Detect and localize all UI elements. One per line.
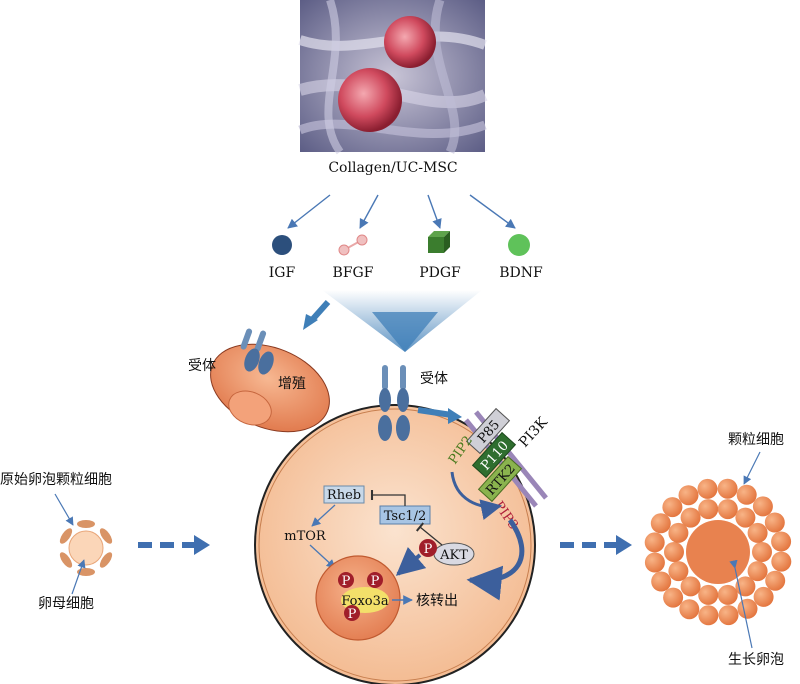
foxo-phospho-3	[344, 605, 360, 621]
rheb-label: Rheb	[327, 488, 361, 503]
granulosa-cell	[650, 513, 671, 534]
oocyte-pointer	[71, 559, 86, 595]
bfgf-icon	[338, 234, 368, 256]
arrow-to-cell	[303, 300, 331, 330]
rheb-to-mtor-arrow	[311, 504, 336, 527]
granulosa-cell	[718, 605, 739, 626]
dashed-arrow-left	[138, 535, 210, 555]
proliferating-cell	[210, 343, 330, 433]
granulosa-label: 颗粒细胞	[728, 432, 784, 448]
granulosa-cell	[679, 599, 700, 620]
foxo-phospho-1	[338, 572, 354, 588]
growing-label: 生长卵泡	[728, 652, 784, 668]
granulosa-cell	[664, 542, 684, 562]
oocyte-label: 卵母细胞	[38, 596, 94, 612]
receptor-icon-2	[378, 365, 410, 441]
granulosa-cell	[644, 552, 665, 573]
granulosa-cell	[764, 512, 785, 533]
foxo-p-label-2: P	[371, 574, 380, 589]
factor-arrows	[287, 194, 516, 229]
granulosa-cell	[698, 499, 719, 520]
granulosa-cell	[771, 531, 792, 552]
granulosa-cell	[697, 478, 718, 499]
akt-p-label: P	[424, 542, 433, 557]
pi3k-complex	[464, 407, 548, 508]
granulosa-cell	[737, 598, 758, 619]
akt-inhibits-tsc	[415, 522, 443, 546]
mtor-label: mTOR	[284, 529, 327, 544]
akt-label: AKT	[439, 548, 468, 563]
factor-bfgf: BFGF	[333, 265, 374, 281]
granulosa-cell	[752, 542, 772, 562]
funnel-tip	[372, 312, 438, 352]
export-label: 核转出	[416, 593, 458, 609]
foxo-phospho-2	[367, 572, 383, 588]
granulosa-cell	[668, 561, 689, 582]
granulosa-cell	[717, 584, 738, 605]
bdnf-icon	[508, 234, 530, 256]
granulosa-cell	[663, 587, 684, 608]
pi3k-label: PI3K	[516, 414, 551, 451]
granulosa-cell	[735, 507, 756, 528]
granulosa-cell	[651, 571, 672, 592]
tsc-label: Tsc1/2	[384, 509, 427, 524]
growing-pointer	[729, 559, 753, 649]
akt-to-foxo-arrow	[395, 546, 427, 576]
proliferation-label: 增殖	[278, 375, 306, 392]
granulosa-cell	[668, 522, 689, 543]
dashed-arrow-right	[560, 535, 632, 555]
primordial-pointer	[54, 493, 74, 526]
granulosa-cell	[771, 551, 792, 572]
factor-bdnf: BDNF	[499, 265, 543, 281]
rheb-box	[323, 485, 365, 504]
granulosa-cell	[747, 561, 768, 582]
growing-oocyte	[686, 520, 750, 584]
granulosa-cell	[717, 499, 738, 520]
granulosa-cell	[736, 484, 757, 505]
granulosa-cell	[644, 532, 665, 553]
granulosa-cell	[747, 522, 768, 543]
growing-follicle	[644, 478, 792, 626]
granulosa-cell	[678, 485, 699, 506]
receptor-label-1: 受体	[188, 358, 216, 374]
pip3-to-akt-arrow	[466, 518, 525, 601]
granulosa-cell	[753, 586, 774, 607]
granulosa-cell	[698, 605, 719, 626]
granulosa-cell	[765, 570, 786, 591]
granulosa-cell	[752, 496, 773, 517]
factor-pdgf: PDGF	[419, 265, 461, 281]
pip-conversion-arrow	[450, 471, 503, 520]
collagen-msc-photo	[298, 0, 488, 155]
tsc-inhibits-rheb	[370, 489, 406, 506]
foxo-p-label-1: P	[342, 574, 351, 589]
foxo-p-label-3: P	[348, 607, 357, 622]
granulosa-cell	[698, 584, 719, 605]
source-label: Collagen/UC-MSC	[328, 160, 457, 176]
granulosa-cell	[662, 497, 683, 518]
granulosa-cell	[717, 478, 738, 499]
primordial-label: 原始卵泡颗粒细胞	[0, 472, 112, 488]
primordial-follicle	[59, 520, 113, 576]
pdgf-icon	[428, 231, 450, 253]
factor-igf: IGF	[269, 265, 296, 281]
mtor-to-nucleus-arrow	[309, 544, 336, 569]
granulosa-cell	[680, 507, 701, 528]
granulosa-cell	[680, 576, 701, 597]
receptor-icon-1	[240, 328, 274, 375]
igf-icon	[272, 235, 292, 255]
receptor-label-2: 受体	[420, 371, 448, 387]
granulosa-pointer	[743, 451, 761, 485]
arrow-to-pi3k	[417, 407, 462, 424]
